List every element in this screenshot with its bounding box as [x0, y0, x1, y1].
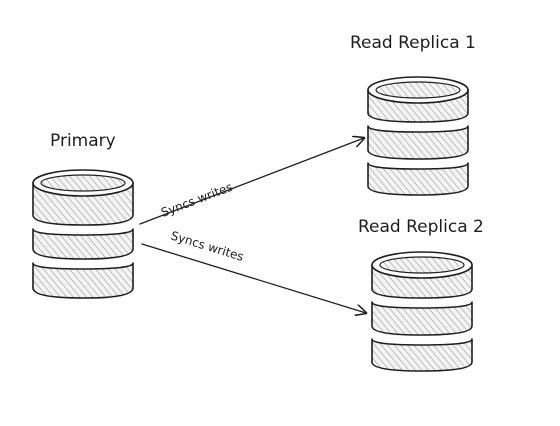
database-icon [371, 251, 473, 372]
edge-label-replica2: Syncs writes [169, 228, 245, 263]
edge-primary-to-replica2: Syncs writes [141, 228, 366, 313]
edge-label-replica1: Syncs writes [159, 180, 234, 220]
node-primary: Primary [32, 131, 134, 299]
arrow-line-replica2 [141, 243, 366, 313]
edge-primary-to-replica1: Syncs writes [139, 138, 364, 225]
database-icon [32, 169, 134, 299]
node-label-primary: Primary [50, 131, 116, 151]
node-label-replica1: Read Replica 1 [350, 33, 476, 53]
database-icon [367, 76, 469, 196]
node-label-replica2: Read Replica 2 [358, 217, 484, 237]
node-replica1: Read Replica 1 [350, 33, 476, 196]
arrow-line-replica1 [139, 138, 364, 225]
node-replica2: Read Replica 2 [358, 217, 484, 372]
